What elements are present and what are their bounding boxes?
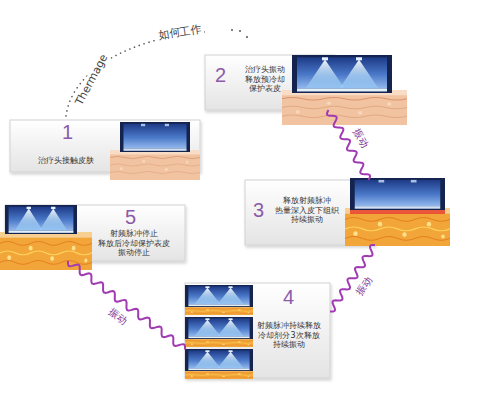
probe-head (120, 122, 190, 152)
heated-skin (185, 370, 253, 379)
title-word: Thermage (73, 51, 112, 110)
probe-head (5, 205, 77, 234)
step-description: 治疗头接触皮肤 (38, 156, 94, 166)
heated-skin (185, 306, 253, 315)
step-number: 4 (283, 287, 294, 307)
dotted-arc (66, 32, 205, 116)
step-number: 5 (125, 207, 136, 227)
step-panel: 3 释放射频脉冲 热量深入皮下组织 持续振动 (245, 180, 375, 245)
probe-head (185, 349, 253, 371)
step-description: 射频脉冲持续释放 冷却剂分3次释放 持续振动 (257, 321, 321, 350)
heated-skin (345, 208, 450, 246)
vibration-wave (330, 245, 375, 312)
step-description: 释放射频脉冲 热量深入皮下组织 持续振动 (275, 196, 339, 225)
title-word: 如何工作 (155, 24, 204, 43)
step-panel: 1 治疗头接触皮肤 (10, 120, 200, 172)
dots (231, 29, 248, 38)
probe-head (185, 317, 253, 339)
heated-skin (185, 338, 253, 347)
edge-label: 振动 (105, 305, 131, 328)
skin-layer (110, 150, 200, 180)
panel-shape (185, 283, 330, 378)
probe-head (292, 55, 392, 93)
step-number: 1 (62, 122, 73, 142)
probe-head (350, 178, 445, 210)
vibration-wave (68, 261, 185, 350)
step-panel: 5射频脉冲停止 释放后冷却保护表皮 振动停止 (5, 205, 185, 261)
step-panel: 4 射频脉冲持续释放 冷却剂分3次释放 持续振动 (185, 283, 330, 378)
skin-layer (282, 90, 407, 125)
step-description: 射频脉冲停止 释放后冷却保护表皮 振动停止 (98, 229, 170, 258)
step-description: 治疗头振动 释放预冷却 保护表皮 (245, 65, 285, 94)
step-number: 2 (215, 65, 226, 85)
edge-label: 振动 (350, 125, 371, 151)
edge-label: 振动 (353, 273, 376, 299)
step-number: 3 (253, 200, 264, 220)
step-panel: 2 治疗头振动 释放预冷却 保护表皮 (205, 55, 335, 110)
probe-head (185, 285, 253, 307)
